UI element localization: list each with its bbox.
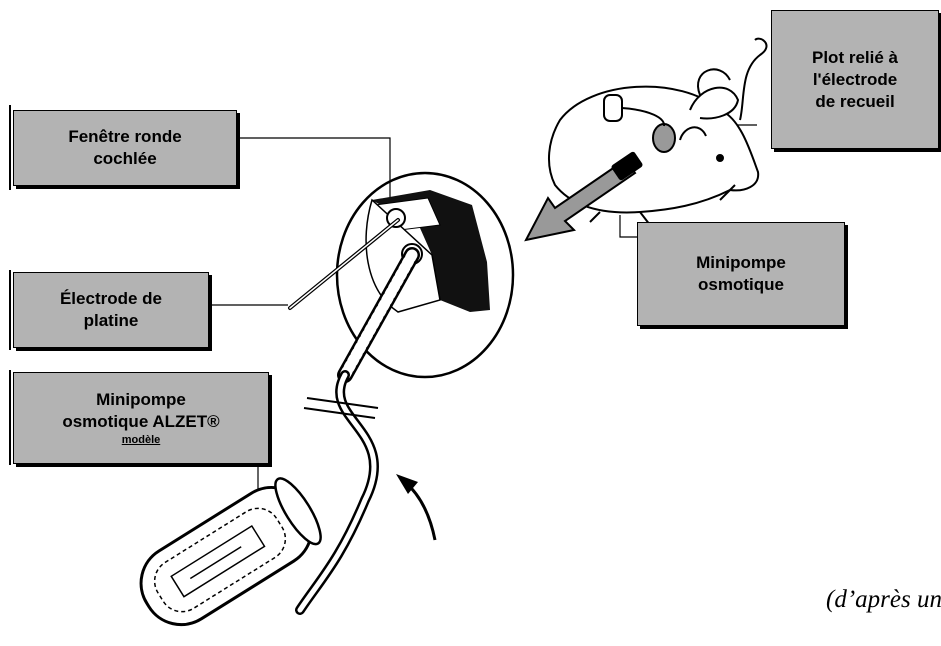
- label-osmotic-pump: Minipompe osmotique: [637, 222, 845, 326]
- catheter-tip: [339, 249, 418, 381]
- label-line: Plot relié à: [812, 47, 898, 67]
- cochlea-shape: [372, 190, 490, 312]
- label-line: l'électrode: [812, 69, 898, 89]
- label-line: osmotique: [698, 275, 784, 294]
- flow-arrow-icon: [396, 474, 418, 494]
- ear-oval: [335, 171, 515, 379]
- label-platinum-electrode: Électrode de platine: [13, 272, 209, 348]
- frame-bar: [9, 370, 11, 465]
- figure-caption: (d’après un schéma de C. D: [826, 586, 941, 613]
- round-window: [386, 208, 406, 228]
- label-model: modèle: [121, 434, 161, 446]
- label-line: de recueil: [815, 91, 895, 111]
- label-alzet-pump: Minipompe osmotique ALZET® modèle: [13, 372, 269, 464]
- label-line: Fenêtre ronde: [68, 127, 182, 146]
- implant-arrow-icon: [524, 151, 643, 242]
- catheter-tube: [295, 370, 379, 615]
- label-line: Minipompe: [96, 390, 186, 409]
- label-line: Électrode de: [59, 289, 163, 308]
- label-round-window: Fenêtre ronde cochlée: [13, 110, 237, 186]
- frame-bar: [9, 105, 11, 190]
- label-line: platine: [83, 311, 139, 330]
- label-line: Minipompe: [696, 253, 786, 272]
- alzet-pump: [139, 477, 322, 627]
- frame-bar: [9, 270, 11, 350]
- label-recording-plug: Plot relié à l'électrode de recueil: [771, 10, 939, 149]
- label-line: osmotique ALZET®: [62, 412, 220, 431]
- label-line: cochlée: [93, 149, 157, 168]
